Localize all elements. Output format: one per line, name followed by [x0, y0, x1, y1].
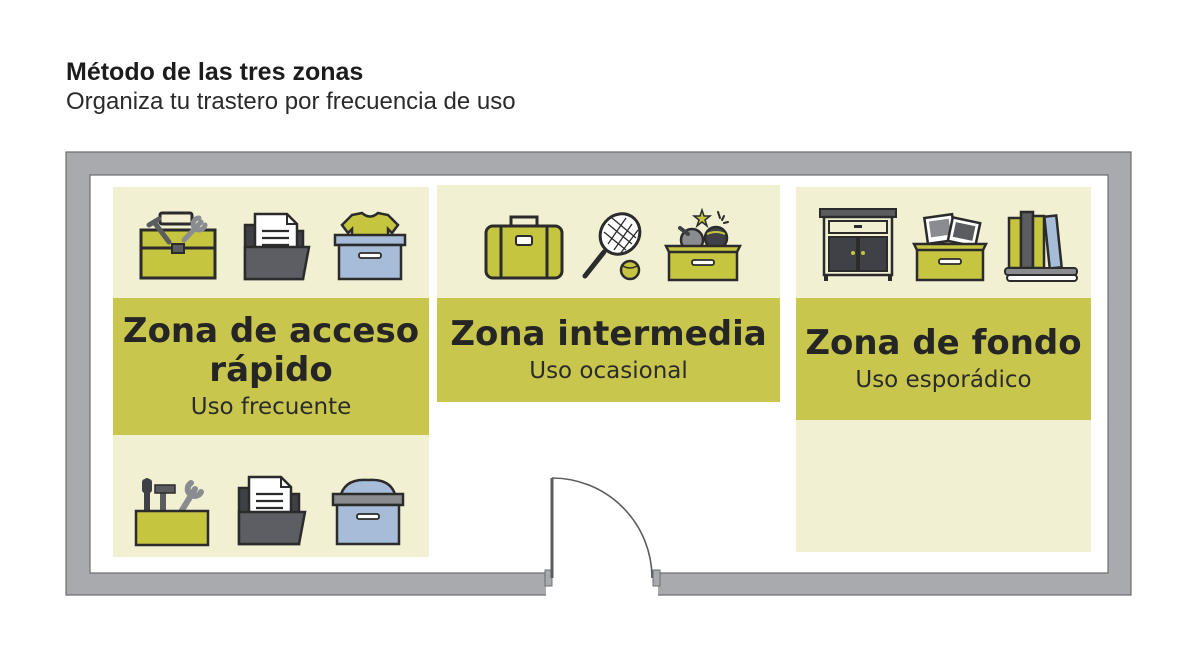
zone-title: Zona de fondo	[805, 322, 1082, 363]
wall-outer-edge	[65, 151, 1132, 596]
page-subtitle: Organiza tu trastero por frecuencia de u…	[66, 88, 516, 115]
door-jamb-right	[652, 569, 661, 587]
storage-room-wall	[66, 151, 1132, 596]
toolbox-icon	[136, 210, 220, 284]
cabinet-icon	[818, 207, 898, 283]
books-icon	[1003, 208, 1079, 284]
wall-inner-edge	[89, 174, 1109, 574]
zone-subtitle: Uso frecuente	[190, 393, 352, 420]
zone-subtitle: Uso ocasional	[529, 357, 688, 384]
zone-back-label: Zona de fondo Uso esporádico	[796, 298, 1091, 420]
storage-box-icon	[330, 474, 406, 548]
zone-intermediate-label: Zona intermedia Uso ocasional	[437, 298, 780, 402]
file-folder-icon	[241, 211, 313, 283]
zone-subtitle: Uso esporádico	[855, 366, 1032, 393]
zone-title: Zona intermedia	[450, 313, 767, 354]
photo-box-icon	[912, 208, 988, 284]
clothes-box-icon	[332, 211, 408, 283]
party-box-icon	[664, 206, 742, 284]
suitcase-icon	[483, 212, 565, 282]
tennis-racket-icon	[580, 210, 648, 284]
file-folder-icon	[235, 474, 307, 548]
door-swing-arc	[551, 477, 653, 579]
page-title: Método de las tres zonas	[66, 58, 364, 86]
zone-title: Zona de acceso rápido	[122, 310, 420, 390]
tool-caddy-icon	[133, 475, 211, 549]
zone-quick-access-label: Zona de acceso rápido Uso frecuente	[113, 298, 429, 435]
